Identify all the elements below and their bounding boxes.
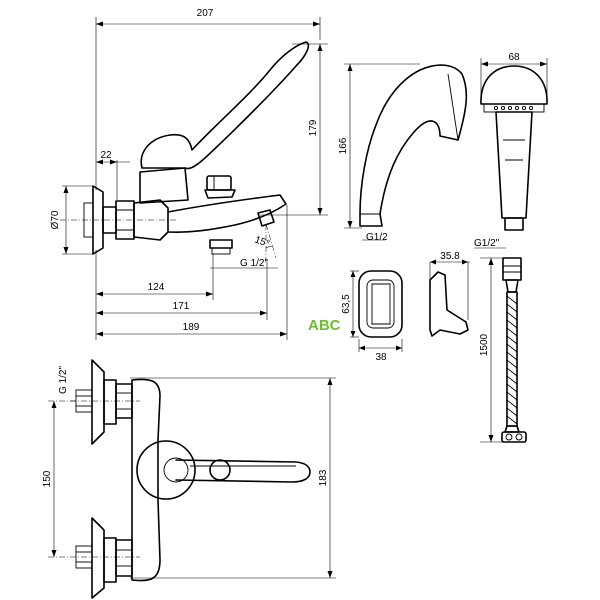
label-inlet-thread: G 1/2" [58,366,69,394]
label-len-189: 189 [183,322,200,333]
label-len-124: 124 [148,282,165,293]
label-head-diameter: 68 [508,52,520,63]
faucet-front-view [48,359,336,599]
handshower-side-view [344,63,468,241]
label-handshower-height: 166 [338,137,349,154]
faucet-side-view [60,41,310,262]
label-holder-width: 38 [375,352,387,363]
label-spout-offset: 22 [100,150,112,161]
label-bracket-depth: 35.8 [440,251,460,262]
watermark: ABC [308,317,341,334]
label-len-171: 171 [173,301,190,312]
handshower-front-view [480,58,548,231]
wall-holder-side [429,259,470,337]
label-body-diameter: Ø70 [50,210,61,229]
label-height: 179 [308,119,319,136]
watermark-prefix: ABC [308,317,341,334]
label-holder-height: 63,5 [341,294,352,314]
label-inlet-spacing: 150 [42,470,53,487]
label-hose-length: 1500 [479,333,490,356]
nozzle-dots [493,105,534,111]
label-handshower-thread: G1/2 [366,232,388,243]
dimension-lines-top [62,17,328,340]
dimension-labels: 207 22 Ø70 G 1/2" 15° 179 124 171 189 16… [42,8,520,487]
wall-holder-front [350,270,403,352]
label-thread-outlet: G 1/2" [240,258,268,269]
label-overall-width: 207 [197,8,214,19]
label-outlet-angle: 15° [253,234,271,250]
label-hose-thread: G1/2" [474,238,500,249]
shower-hose [474,247,527,443]
label-total-height: 183 [318,469,329,486]
